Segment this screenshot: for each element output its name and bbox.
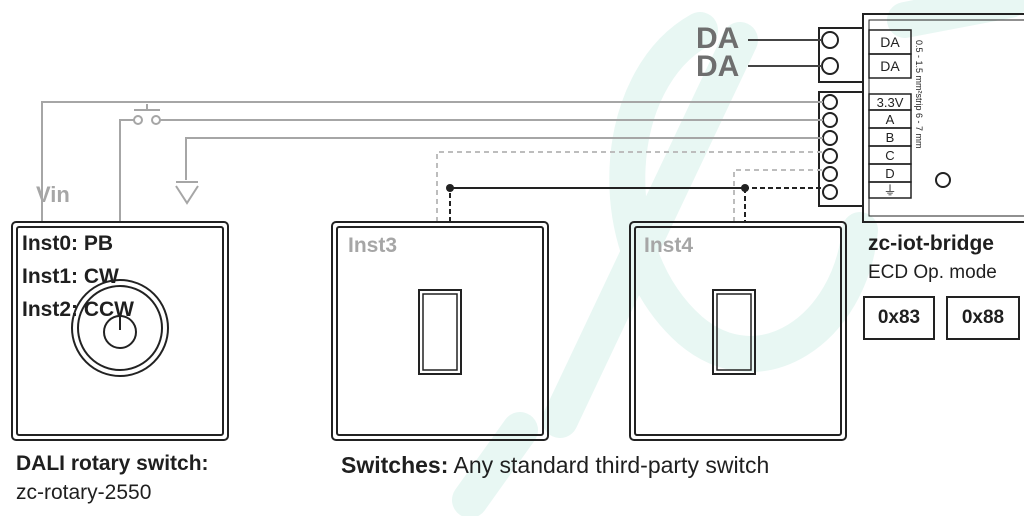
terminal-label-c: C — [885, 148, 894, 163]
switches-caption-text: Any standard third-party switch — [448, 452, 770, 478]
terminal-label-ground: ⏚ — [883, 183, 896, 198]
address-box-0x83: 0x83 — [863, 296, 935, 340]
switch-panel-inst4 — [629, 221, 847, 441]
switches-caption-bold: Switches: — [341, 452, 449, 478]
inst3-label: Inst3 — [348, 234, 398, 257]
da-label-1: DA — [696, 22, 739, 55]
rotary-caption-title: DALI rotary switch: — [16, 452, 209, 475]
inst2-label: Inst2: CCW — [22, 298, 134, 321]
da-label-2: DA — [696, 50, 739, 83]
terminal-labels: DA DA 3.3V A B C D ⏚ — [877, 34, 904, 198]
address-box-0x88: 0x88 — [946, 296, 1020, 340]
da-inputs: DA DA — [696, 22, 822, 83]
terminal-label-d: D — [885, 166, 894, 181]
terminal-table — [868, 29, 912, 199]
ground-symbol — [175, 181, 199, 205]
grey-wires — [41, 101, 823, 222]
push-button-symbol — [133, 104, 161, 125]
bridge-title: zc-iot-bridge — [868, 232, 994, 255]
terminal-label-a: A — [886, 112, 895, 127]
switch-wires — [436, 151, 823, 222]
inst4-label: Inst4 — [644, 234, 694, 257]
terminal-label-da1: DA — [880, 34, 900, 50]
switch-panel-inst3 — [331, 221, 549, 441]
terminal-block — [818, 27, 864, 207]
switches-caption: Switches: Any standard third-party switc… — [341, 452, 769, 479]
bridge-mode: ECD Op. mode — [868, 262, 997, 283]
terminal-label-3v3: 3.3V — [877, 95, 904, 110]
terminal-label-da2: DA — [880, 58, 900, 74]
inst0-label: Inst0: PB — [22, 232, 114, 255]
vin-label: Vin — [36, 182, 70, 207]
terminal-label-b: B — [886, 130, 895, 145]
rotary-knob — [71, 279, 169, 377]
rotary-caption-model: zc-rotary-2550 — [16, 481, 152, 504]
rotary-switch-panel — [11, 221, 229, 441]
inst1-label: Inst1: CW — [22, 265, 119, 288]
wire-spec-label: 0.5 - 1.5 mm²strip 6 - 7 mm — [914, 40, 924, 149]
